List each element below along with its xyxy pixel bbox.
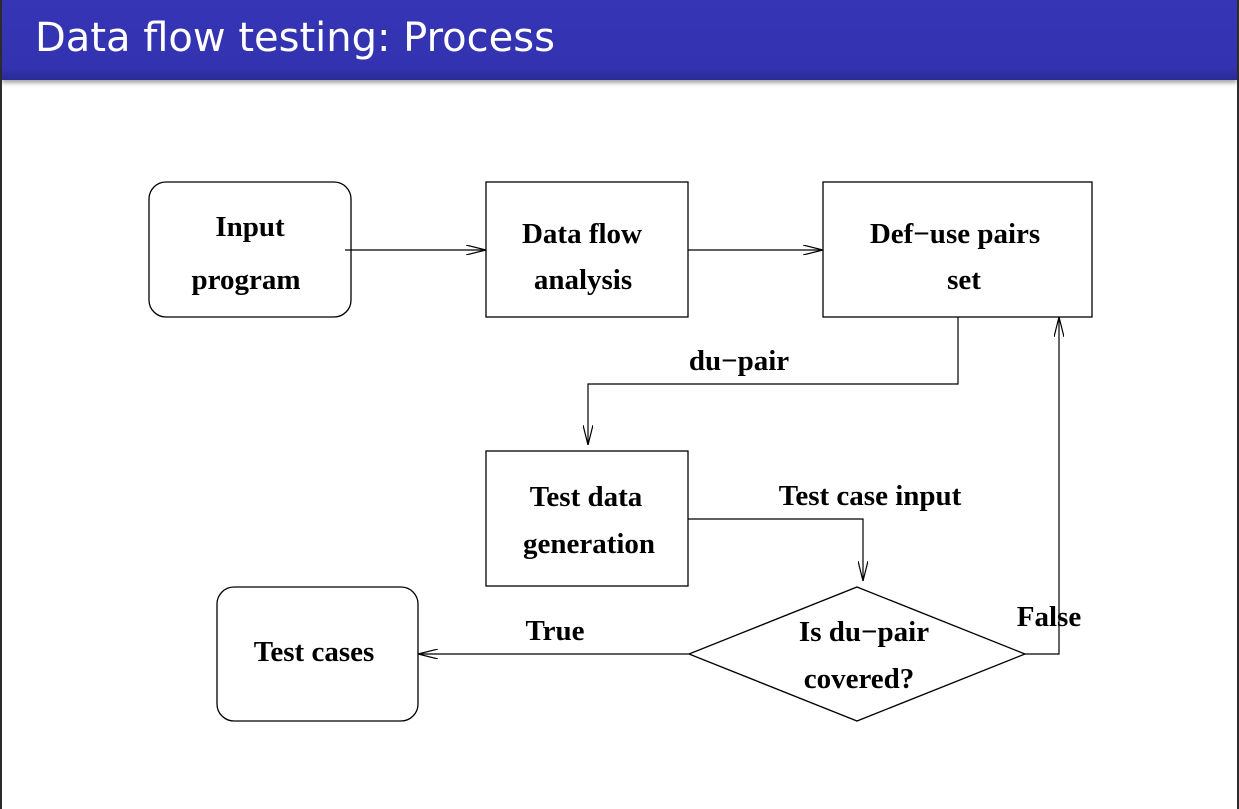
edge-test-case-input (688, 518, 863, 581)
node-input-program: Input program (148, 181, 352, 318)
node-label-line: Is du−pair (799, 616, 929, 648)
title-bar: Data flow testing: Process (2, 0, 1237, 80)
node-decision: Is du−pair covered? (687, 586, 1027, 722)
node-test-data-generation: Test data generation (485, 450, 689, 587)
edge-false (1025, 317, 1059, 655)
node-data-flow-analysis: Data flow analysis (485, 181, 689, 318)
node-label-line: set (947, 264, 981, 296)
node-def-use-pairs-set: Def−use pairs set (822, 181, 1093, 318)
edge-label-du-pair: du−pair (689, 345, 789, 377)
node-label-line: covered? (804, 663, 915, 695)
slide-title: Data flow testing: Process (35, 15, 555, 61)
node-label-line: program (191, 264, 300, 296)
edge-label-false: False (1017, 601, 1082, 633)
node-label-line: Test cases (254, 636, 375, 668)
node-test-cases: Test cases (216, 586, 419, 722)
node-label-line: analysis (534, 264, 632, 296)
edge-du-pair (588, 317, 959, 445)
node-label-line: generation (523, 528, 655, 560)
edge-label-true: True (525, 615, 584, 647)
node-label-line: Test data (530, 481, 643, 513)
node-label-line: Data flow (522, 218, 642, 250)
node-label-line: Input (215, 211, 285, 243)
edge-label-test-case-input: Test case input (779, 480, 962, 512)
node-label-line: Def−use pairs (870, 218, 1040, 250)
